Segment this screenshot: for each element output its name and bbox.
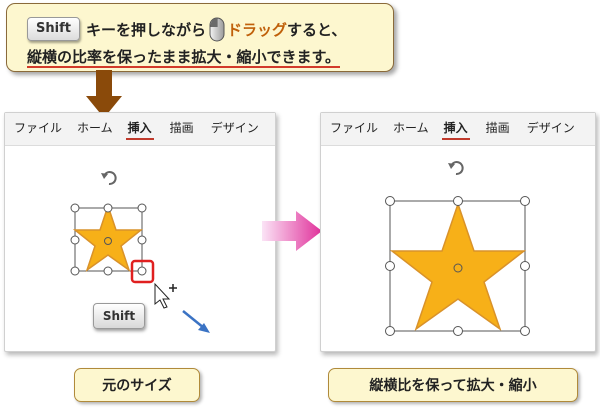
arrow-down-icon: [86, 70, 122, 118]
slide-canvas: [70, 171, 210, 333]
instruction-callout: Shift キーを押しながら ドラッグ すると、 縦横の比率を保ったまま拡大・縮…: [6, 3, 394, 72]
rotate-icon[interactable]: [448, 161, 464, 176]
original-size-window: ファイル ホーム 挿入 描画 デザイン: [4, 112, 276, 352]
mouse-icon: [209, 17, 225, 41]
label-original-size: 元のサイズ: [74, 368, 200, 402]
tab-design[interactable]: デザイン: [210, 121, 259, 135]
adjust-handle[interactable]: [453, 263, 463, 273]
slide-canvas: [385, 161, 530, 336]
drag-direction-arrow: [182, 310, 210, 333]
tab-file[interactable]: ファイル: [330, 121, 379, 135]
arrow-right-icon: [262, 211, 322, 251]
highlight-box: [130, 259, 155, 284]
callout-line-1: Shift キーを押しながら ドラッグ すると、: [27, 14, 346, 44]
shift-key-badge: Shift: [27, 17, 80, 41]
tab-draw[interactable]: 描画: [169, 121, 194, 135]
callout-line-2: 縦横の比率を保ったまま拡大・縮小できます。: [27, 46, 341, 68]
tab-home[interactable]: ホーム: [77, 121, 113, 135]
tab-insert[interactable]: 挿入: [125, 113, 154, 145]
ribbon-tabs: ファイル ホーム 挿入 描画 デザイン: [5, 113, 275, 146]
callout-text-a: キーを押しながら: [85, 20, 206, 39]
tab-file[interactable]: ファイル: [14, 121, 63, 135]
callout-text-drag: ドラッグ: [226, 20, 287, 39]
callout-text-b: すると、: [286, 20, 347, 39]
rotate-icon[interactable]: [101, 171, 117, 186]
tab-draw[interactable]: 描画: [485, 121, 510, 135]
scaled-size-window: ファイル ホーム 挿入 描画 デザイン: [320, 112, 596, 352]
resize-handles[interactable]: [70, 203, 147, 276]
cursor-move-icon: [154, 282, 177, 309]
ribbon-tabs: ファイル ホーム 挿入 描画 デザイン: [321, 113, 595, 146]
resize-handles[interactable]: [385, 196, 530, 336]
adjust-handle[interactable]: [104, 237, 112, 245]
shift-key-graphic: Shift: [93, 303, 145, 329]
label-scaled-size: 縦横比を保って拡大・縮小: [328, 368, 578, 402]
callout-text-line2: 縦横の比率を保ったまま拡大・縮小できます。: [27, 48, 341, 68]
tab-insert[interactable]: 挿入: [441, 113, 470, 145]
tab-home[interactable]: ホーム: [393, 121, 429, 135]
tab-design[interactable]: デザイン: [526, 121, 575, 135]
